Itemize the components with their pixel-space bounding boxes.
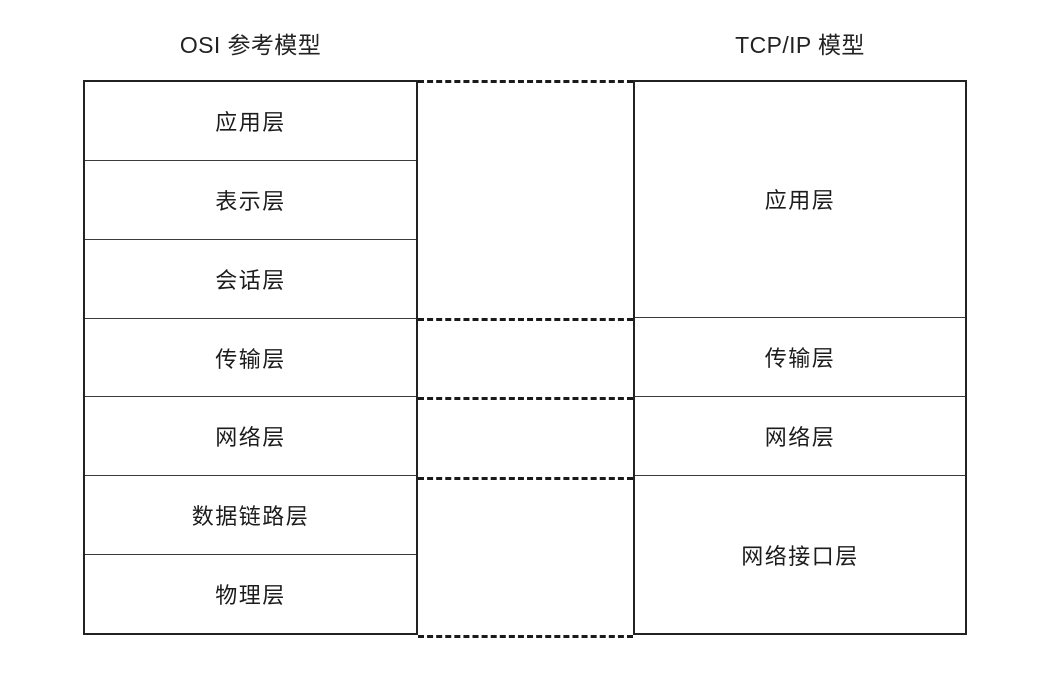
osi-layer-presentation[interactable]: 表示层 [85, 160, 416, 240]
osi-layer-physical[interactable]: 物理层 [85, 555, 416, 634]
osi-layer-application[interactable]: 应用层 [85, 82, 416, 161]
connector-line-network-datalink [418, 477, 633, 480]
osi-layer-data-link[interactable]: 数据链路层 [85, 476, 416, 556]
connector-line-bottom [418, 635, 633, 638]
tcpip-layer-application[interactable]: 应用层 [635, 82, 965, 318]
tcpip-model-title: TCP/IP 模型 [735, 32, 865, 58]
tcpip-layer-stack: 应用层 传输层 网络层 网络接口层 [633, 80, 967, 635]
connector-line-top [418, 80, 633, 83]
connector-line-transport-network [418, 397, 633, 400]
osi-layer-transport[interactable]: 传输层 [85, 318, 416, 398]
tcpip-layer-network-interface[interactable]: 网络接口层 [635, 476, 965, 633]
osi-layer-session[interactable]: 会话层 [85, 239, 416, 319]
osi-layer-stack: 应用层 表示层 会话层 传输层 网络层 数据链路层 物理层 [83, 80, 418, 635]
connector-line-session-transport [418, 318, 633, 321]
osi-model-title: OSI 参考模型 [179, 32, 322, 58]
osi-layer-network[interactable]: 网络层 [85, 397, 416, 477]
tcpip-layer-transport[interactable]: 传输层 [635, 317, 965, 398]
tcpip-layer-internet[interactable]: 网络层 [635, 397, 965, 477]
